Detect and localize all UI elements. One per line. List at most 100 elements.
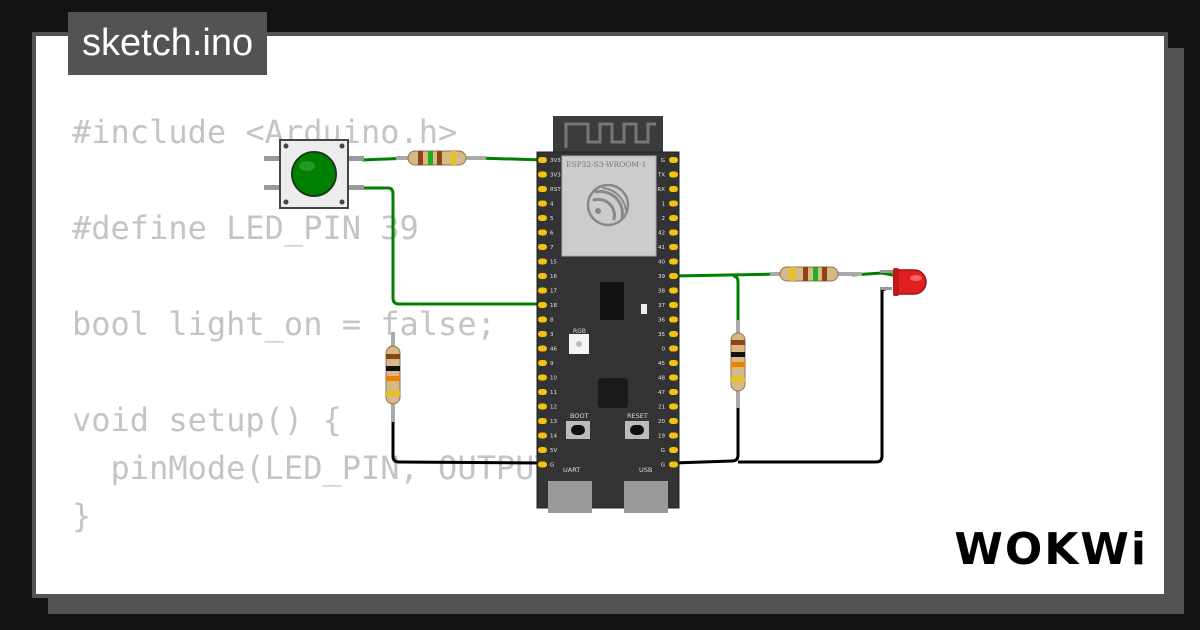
pin-label: 39 [658,274,665,280]
pin-right-16[interactable] [669,389,678,395]
code-line: void setup() { [72,401,342,439]
led-indicator [641,304,647,314]
file-tab[interactable]: sketch.ino [68,12,268,75]
wire-pulldown-to-gnd[interactable] [391,420,546,465]
pin-left-11[interactable] [538,316,547,323]
pin-left-8[interactable] [538,273,547,279]
button-cap[interactable] [291,151,337,197]
pin-label: G [661,463,665,469]
pin-label: 11 [550,390,557,396]
pin-left-12[interactable] [538,331,547,337]
pin-label: 5V [550,448,557,454]
pin-right-3[interactable] [669,200,678,207]
pin-left-14[interactable] [538,360,547,366]
pin-left-15[interactable] [538,374,547,381]
wire-gpio39-to-pulldown[interactable] [732,274,740,336]
usb-port[interactable] [624,481,668,513]
pin-right-18[interactable] [669,418,678,424]
pin-label: 2 [662,216,666,222]
pin-label: 15 [550,260,557,266]
pin-label: 16 [550,274,557,280]
pin-label: TX [657,173,665,179]
pin-left-21[interactable] [538,461,547,468]
pin-right-4[interactable] [669,215,678,221]
pin-left-2[interactable] [538,186,547,192]
pin-left-3[interactable] [538,200,547,207]
pin-left-16[interactable] [538,389,547,395]
pin-right-8[interactable] [669,273,678,279]
pin-left-20[interactable] [538,447,547,453]
pin-left-9[interactable] [538,287,547,294]
pin-right-17[interactable] [669,403,678,410]
pin-label: RX [657,187,665,193]
usb-chip [598,378,628,408]
push-button[interactable] [264,139,364,209]
pin-label: 36 [658,318,665,324]
pin-label: 20 [658,419,665,425]
wire-led-to-gnd[interactable] [738,286,889,464]
wokwi-logo[interactable]: WOKWi [954,524,1148,575]
pin-right-21[interactable] [669,461,678,468]
pin-right-13[interactable] [669,345,678,352]
pin-left-18[interactable] [538,418,547,424]
pin-right-11[interactable] [669,316,678,323]
resistor-led[interactable] [770,266,862,282]
wire-resistor-to-3v3[interactable] [475,156,546,162]
pin-right-10[interactable] [669,302,678,308]
pin-right-1[interactable] [669,171,678,178]
pin-right-6[interactable] [669,244,678,250]
pin-right-0[interactable] [669,157,678,163]
pin-label: RST [550,187,561,193]
wire-button-to-gpio18[interactable] [362,186,545,306]
esp32-s3-board[interactable]: ESP32-S3-WROOM-1 RGB BOOT RESET UART USB… [536,116,680,513]
resistor-pulldown-right[interactable] [730,320,746,408]
pin-right-15[interactable] [669,374,678,381]
pin-left-10[interactable] [538,302,547,308]
pin-left-7[interactable] [538,258,547,265]
pin-right-2[interactable] [669,186,678,192]
pin-label: 3V3 [550,173,561,179]
pin-right-5[interactable] [669,229,678,236]
pin-label: 37 [658,303,665,309]
code-line: } [72,497,92,535]
button-leg [346,185,364,190]
pin-right-7[interactable] [669,258,678,265]
pin-left-17[interactable] [538,403,547,410]
pin-label: 6 [550,231,554,237]
pin-label: 45 [658,361,665,367]
button-leg [346,156,364,161]
led-red[interactable] [880,268,927,296]
pin-label: G [661,158,665,164]
pin-right-19[interactable] [669,432,678,439]
pin-right-14[interactable] [669,360,678,366]
uart-port[interactable] [548,481,592,513]
pin-left-5[interactable] [538,229,547,236]
wire-gpio39-to-resistor[interactable] [672,272,781,278]
pin-label: 42 [658,231,665,237]
wire-pulldown2-to-gnd[interactable] [672,406,740,465]
pin-left-6[interactable] [538,244,547,250]
pin-label: 35 [658,332,665,338]
pin-right-9[interactable] [669,287,678,294]
resistor-pulldown-left[interactable] [385,332,401,422]
resistor-top[interactable] [396,150,486,166]
pin-left-4[interactable] [538,215,547,221]
pin-label: 9 [550,361,554,367]
pin-right-12[interactable] [669,331,678,337]
pin-left-1[interactable] [538,171,547,178]
pin-label: 8 [550,318,554,324]
pin-right-20[interactable] [669,447,678,453]
pin-label: 41 [658,245,665,251]
rgb-label: RGB [573,328,586,335]
pin-label: 21 [658,405,665,411]
pin-label: 12 [550,405,557,411]
boot-label: BOOT [570,412,589,420]
pin-label: 0 [662,347,666,353]
module-label: ESP32-S3-WROOM-1 [566,160,646,169]
button-leg [264,156,282,161]
pin-label: 18 [550,303,557,309]
pin-left-19[interactable] [538,432,547,439]
pin-left-0[interactable] [538,157,547,163]
pin-left-13[interactable] [538,345,547,352]
